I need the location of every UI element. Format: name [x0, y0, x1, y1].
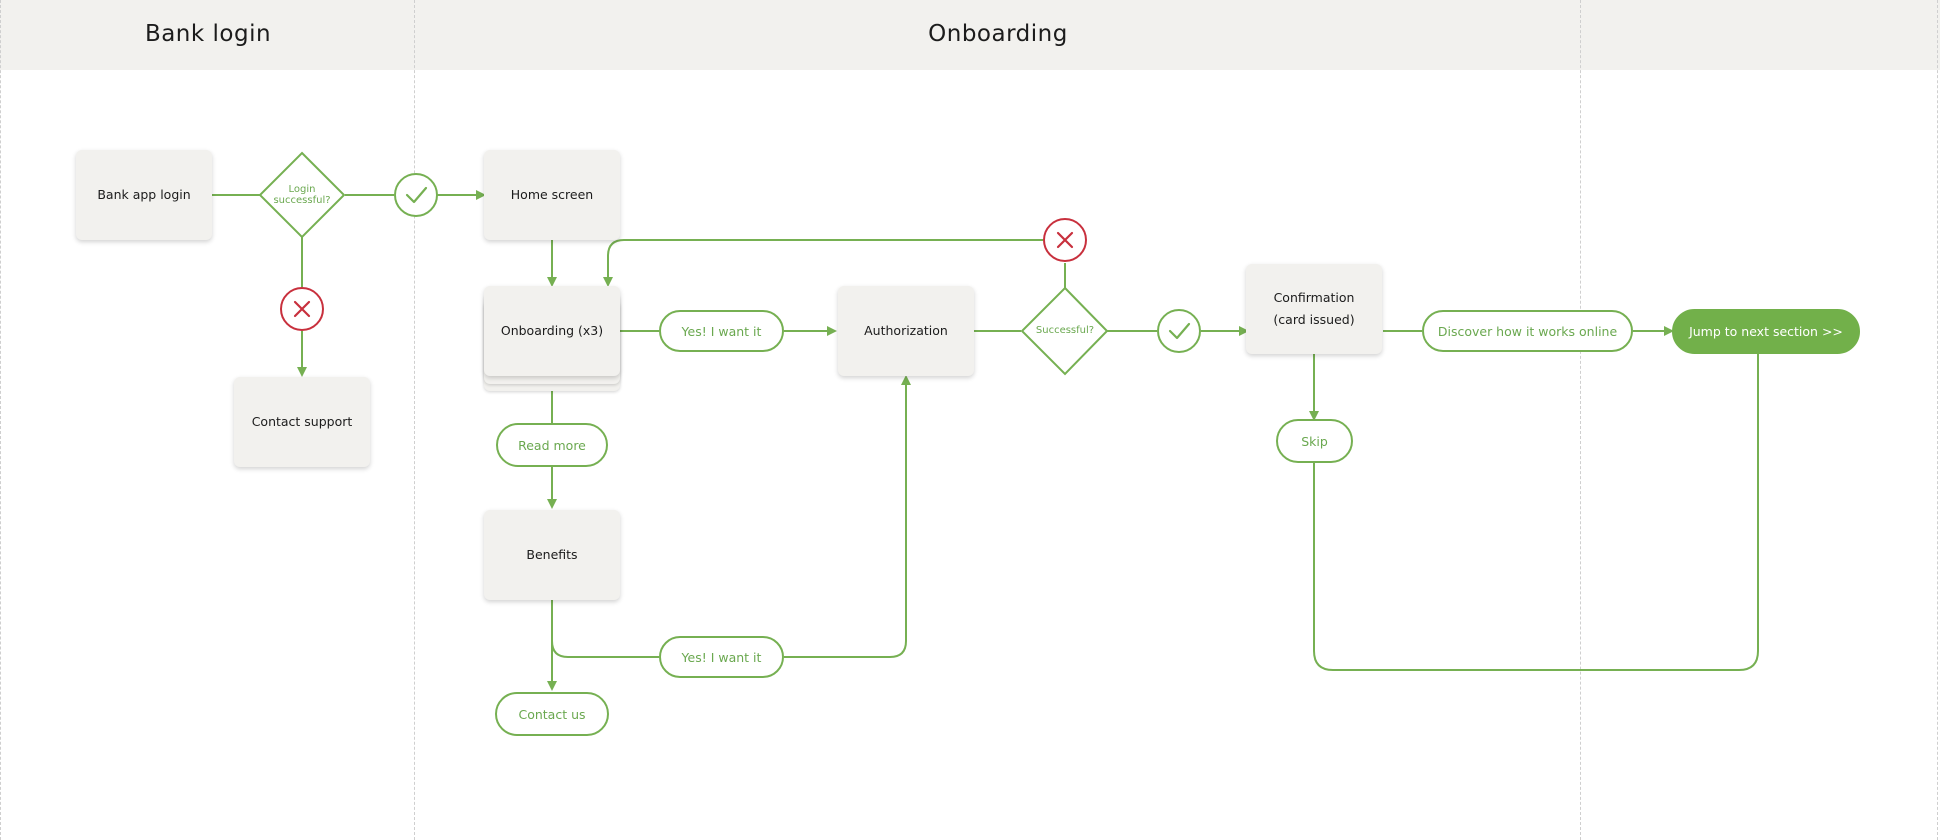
header-band	[0, 0, 1940, 70]
node-confirmation-label-2: (card issued)	[1273, 312, 1355, 327]
connector-fail-to-onboarding	[603, 239, 1043, 287]
node-home-screen[interactable]: Home screen	[484, 150, 620, 240]
lane-divider-left	[0, 0, 1, 840]
node-benefits[interactable]: Benefits	[484, 510, 620, 600]
lane-title-bank-login: Bank login	[144, 21, 272, 47]
pill-contact-us[interactable]: Contact us	[495, 692, 609, 736]
node-benefits-label: Benefits	[526, 547, 578, 562]
node-contact-support[interactable]: Contact support	[234, 377, 370, 467]
check-circle-icon	[394, 173, 438, 217]
node-onboarding[interactable]: Onboarding (x3)	[484, 286, 620, 376]
check-circle-icon	[1157, 309, 1201, 353]
button-jump-next-section[interactable]: Jump to next section >>	[1672, 309, 1860, 354]
lane-title-onboarding: Onboarding	[928, 21, 1068, 47]
node-authorization[interactable]: Authorization	[838, 286, 974, 376]
node-confirmation[interactable]: Confirmation (card issued)	[1246, 264, 1382, 354]
node-bank-app-login[interactable]: Bank app login	[76, 150, 212, 240]
decision-login-successful	[258, 151, 346, 239]
lane-divider-bank	[414, 0, 415, 840]
connector-benefits-to-yes2	[551, 600, 659, 658]
pill-skip[interactable]: Skip	[1276, 419, 1353, 463]
node-confirmation-label-1: Confirmation	[1273, 290, 1355, 305]
lane-divider-onboarding	[1580, 0, 1581, 840]
x-circle-icon	[1043, 218, 1087, 262]
pill-yes-want-it-2[interactable]: Yes! I want it	[659, 636, 784, 678]
pill-yes-want-it-1[interactable]: Yes! I want it	[659, 310, 784, 352]
node-home-screen-label: Home screen	[510, 187, 594, 202]
lane-divider-right	[1937, 0, 1938, 840]
pill-discover-online[interactable]: Discover how it works online	[1422, 310, 1633, 352]
connector-skip-to-jump	[1313, 353, 1759, 671]
connector-yes2-to-authorization	[784, 375, 911, 658]
node-authorization-label: Authorization	[864, 323, 948, 338]
node-onboarding-label: Onboarding (x3)	[500, 323, 604, 338]
decision-successful-label: Successful?	[1035, 325, 1095, 336]
decision-successful	[1020, 286, 1109, 376]
node-contact-support-label: Contact support	[251, 414, 353, 429]
pill-read-more[interactable]: Read more	[496, 423, 608, 467]
node-bank-app-login-label: Bank app login	[97, 187, 191, 202]
x-circle-icon	[280, 287, 324, 331]
